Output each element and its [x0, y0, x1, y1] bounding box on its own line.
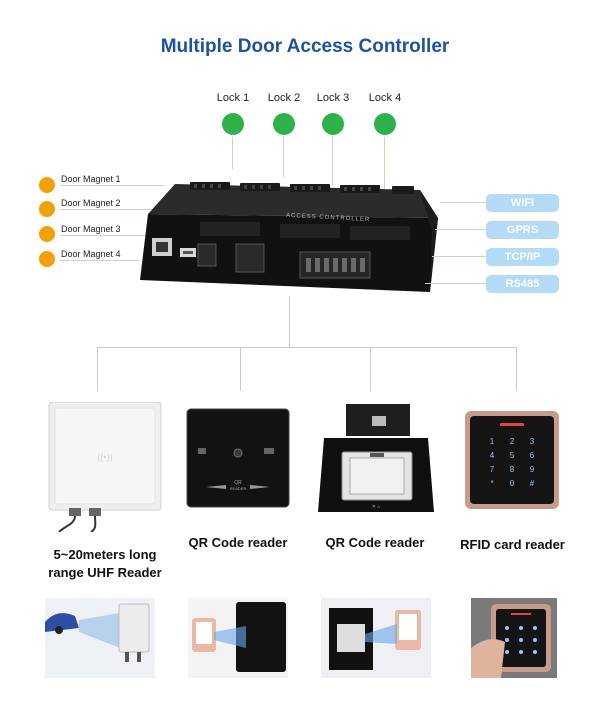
rfid-keypad-reader-image: 1 2 3 4 5 6 7 8 9 * 0 # — [464, 410, 560, 510]
scene-rfid-finger-image — [471, 598, 557, 678]
svg-text:9: 9 — [530, 465, 535, 474]
door-magnet-2-line — [60, 209, 155, 210]
uhf-reader-image: ((•)) — [45, 402, 165, 532]
rs485-line — [425, 283, 486, 284]
branch-2-drop — [240, 347, 241, 391]
branch-3-drop — [370, 347, 371, 391]
device-1-label-line1: 5~20meters long — [53, 547, 157, 562]
lock-4-line — [384, 137, 385, 189]
lock-3: Lock 3 — [303, 92, 363, 135]
svg-text:READER: READER — [230, 486, 247, 491]
device-2-label: QR Code reader — [188, 535, 288, 550]
svg-text:QR: QR — [234, 480, 242, 486]
svg-text:*: * — [490, 479, 493, 488]
svg-text:((•)): ((•)) — [97, 452, 112, 462]
lock-1: Lock 1 — [203, 92, 263, 135]
lock-1-line — [232, 137, 233, 169]
svg-text:2: 2 — [510, 437, 515, 446]
qr-panel-reader-image: QR READER — [186, 408, 290, 508]
door-magnet-4-indicator — [39, 251, 55, 267]
lock-4-label: Lock 4 — [368, 92, 402, 104]
device-3-label: QR Code reader — [325, 535, 425, 550]
door-magnet-1-label: Door Magnet 1 — [61, 174, 121, 184]
branch-4-drop — [516, 347, 517, 391]
branch-1-drop — [97, 347, 98, 391]
lock-2-label: Lock 2 — [267, 92, 301, 104]
gprs-line — [435, 229, 486, 230]
svg-text:7: 7 — [490, 465, 495, 474]
rs485-badge: RS485 — [486, 275, 559, 293]
scene-uhf-car-image — [45, 598, 155, 678]
door-magnet-3-indicator — [39, 226, 55, 242]
svg-text:8: 8 — [510, 465, 515, 474]
door-magnet-2-indicator — [39, 201, 55, 217]
door-magnet-4-label: Door Magnet 4 — [61, 249, 121, 259]
tcpip-line — [432, 256, 486, 257]
lock-4: Lock 4 — [355, 92, 415, 135]
trunk-line — [289, 296, 290, 348]
svg-text:✕ ⌂: ✕ ⌂ — [372, 504, 381, 510]
lock-2: Lock 2 — [254, 92, 314, 135]
svg-text:3: 3 — [530, 437, 535, 446]
door-magnet-3-label: Door Magnet 3 — [61, 224, 121, 234]
lock-2-indicator — [273, 113, 295, 135]
wifi-line — [440, 202, 486, 203]
branch-line — [97, 347, 517, 348]
door-magnet-2-label: Door Magnet 2 — [61, 198, 121, 208]
lock-3-label: Lock 3 — [316, 92, 350, 104]
page-title: Multiple Door Access Controller — [160, 36, 450, 57]
svg-text:#: # — [530, 479, 535, 488]
svg-text:1: 1 — [490, 437, 495, 446]
qr-embedded-reader-image: ✕ ⌂ — [316, 404, 436, 514]
door-magnet-3-line — [60, 235, 145, 236]
lock-1-label: Lock 1 — [216, 92, 250, 104]
door-magnet-1-line — [60, 185, 165, 186]
scene-qr-panel-hand-image — [188, 598, 288, 678]
device-4-label: RFID card reader — [460, 537, 565, 552]
tcpip-badge: TCP/IP — [486, 248, 559, 266]
door-magnet-1-indicator — [39, 177, 55, 193]
gprs-badge: GPRS — [486, 221, 559, 239]
access-controller-device — [130, 172, 450, 312]
lock-3-line — [332, 137, 333, 185]
device-1-label-line2: range UHF Reader — [48, 565, 162, 580]
lock-4-indicator — [374, 113, 396, 135]
lock-2-line — [283, 137, 284, 177]
scene-qr-embedded-hand-image — [321, 598, 431, 678]
svg-text:6: 6 — [530, 451, 535, 460]
svg-text:4: 4 — [490, 451, 495, 460]
lock-3-indicator — [322, 113, 344, 135]
svg-text:0: 0 — [510, 479, 515, 488]
door-magnet-4-line — [60, 260, 140, 261]
wifi-badge: WIFI — [486, 194, 559, 212]
device-1-label: 5~20meters long range UHF Reader — [35, 546, 175, 582]
svg-text:5: 5 — [510, 451, 515, 460]
lock-1-indicator — [222, 113, 244, 135]
